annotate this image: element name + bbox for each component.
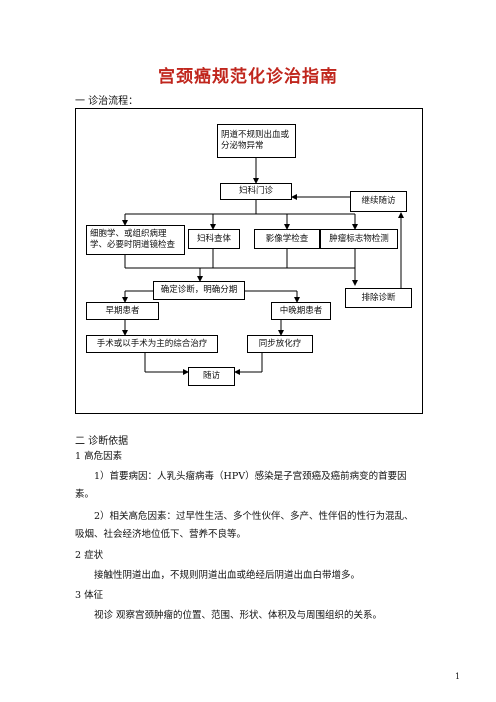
flow-box-late: 中晚期患者 <box>271 302 331 320</box>
item1-heading: 1 高危因素 <box>75 451 123 462</box>
flow-box-diagnosis: 确定诊断，明确分期 <box>153 281 245 300</box>
flow-box-clinic: 妇科门诊 <box>220 183 292 200</box>
section-heading-flow: 一 诊治流程： <box>75 96 139 107</box>
flow-box-chemoradio: 同步放化疗 <box>247 335 313 353</box>
item3-text: 视诊 观察宫颈肿瘤的位置、范围、形状、体积及与周围组织的关系。 <box>94 610 383 621</box>
flow-box-followup: 随访 <box>188 367 235 386</box>
flow-box-continue-followup: 继续随访 <box>350 191 407 212</box>
flow-box-imaging: 影像学检查 <box>254 229 320 249</box>
flow-box-tumor-marker: 肿瘤标志物检测 <box>320 229 398 249</box>
item2-text: 接触性阴道出血，不规则阴道出血或绝经后阴道出血白带增多。 <box>94 570 361 581</box>
item1-para2-cont: 吸烟、社会经济地位低下、营养不良等。 <box>75 529 247 540</box>
flow-box-early: 早期患者 <box>86 302 159 320</box>
item3-heading: 3 体征 <box>75 590 104 601</box>
flowchart-frame <box>75 108 423 414</box>
item2-heading: 2 症状 <box>75 550 104 561</box>
section-heading-diagnosis: 二 诊断依据 <box>75 436 129 447</box>
flow-box-pathology: 细胞学、或组织病理学、必要时阴道镜检查 <box>86 225 185 255</box>
flow-box-gyn-exam: 妇科查体 <box>188 229 240 249</box>
flow-box-symptom: 阴道不规则出血或分泌物异常 <box>217 124 296 158</box>
flow-box-surgery: 手术或以手术为主的综合治疗 <box>86 335 218 353</box>
item1-para1-cont: 素。 <box>75 489 95 500</box>
page-number: 1 <box>455 672 461 681</box>
item1-para2: 2）相关高危因素：过早性生活、多个性伙伴、多产、性伴侣的性行为混乱、 <box>94 511 414 522</box>
flow-box-exclude: 排除诊断 <box>345 288 412 308</box>
item1-para1: 1）首要病因：人乳头瘤病毒（HPV）感染是子宫颈癌及癌前病变的首要因 <box>94 471 407 482</box>
document-title: 宫颈癌规范化诊治指南 <box>158 67 338 87</box>
